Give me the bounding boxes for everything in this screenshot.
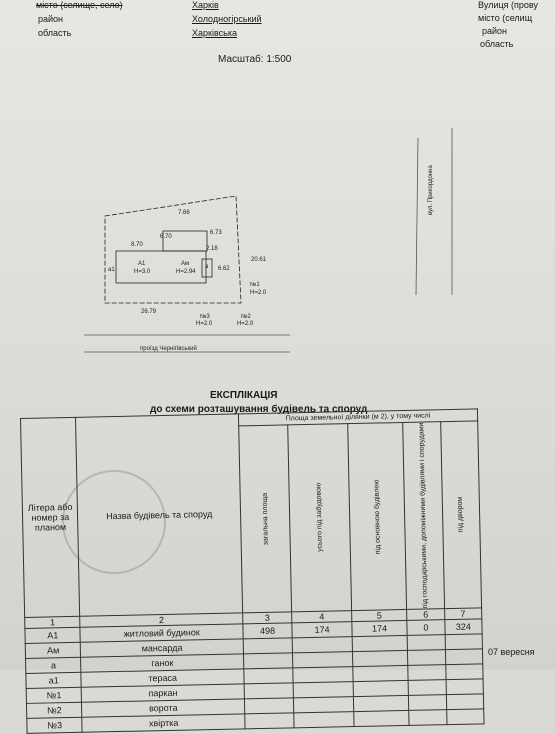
dim-2-18: 2.18 <box>206 246 218 252</box>
stamp-circle <box>62 470 166 574</box>
header-left-region: область <box>38 28 72 38</box>
header-right-district: район <box>482 26 508 36</box>
header-yard: під двором <box>440 420 482 609</box>
header-district-value: Холодногірський <box>192 14 262 24</box>
header-right-street: Вулиця (прову <box>478 0 538 10</box>
dim-6-70: 6.70 <box>160 234 172 240</box>
street-bottom-label: проїзд Черніг­івський <box>140 345 197 352</box>
dim-26-79: 26.79 <box>141 309 157 315</box>
label-gate-2: №2 <box>241 313 251 320</box>
label-gate-3-height: Н=2.0 <box>196 321 213 327</box>
dim-20-61: 20.61 <box>251 257 267 263</box>
header-left-district: район <box>38 14 64 24</box>
header-right-region: область <box>480 39 514 49</box>
label-a1-building: А1 <box>138 261 146 267</box>
dim-6-73: 6.73 <box>210 230 222 236</box>
dim-7-66: 7.66 <box>178 210 190 216</box>
col-num-6: 6 <box>406 608 445 621</box>
scale-label: Масштаб: 1:500 <box>218 54 292 65</box>
header-main: під основною будівлею <box>347 422 407 611</box>
dim-6-62: 6.62 <box>218 266 230 272</box>
header-aux: під господарськими, допоміжними будівлям… <box>402 421 445 610</box>
dim-8-70: 8.70 <box>131 242 143 248</box>
site-plan: 7.66 6.70 8.70 6.73 2.18 6.62 20.61 26.7… <box>84 128 453 353</box>
date-fragment: 07 вересня <box>488 647 535 657</box>
explication-subtitle: до схеми розташування будівель та споруд <box>150 404 368 415</box>
label-a1-terrace: а1 <box>108 267 115 273</box>
street-right-label: вул. Прикордонна <box>428 165 434 215</box>
col-num-7: 7 <box>444 607 482 620</box>
header-built: усього під забудовою <box>288 423 352 612</box>
label-gate-3: №3 <box>200 313 210 320</box>
explication-title: ЕКСПЛІКАЦІЯ <box>210 390 278 401</box>
header-region-value: Харківська <box>192 28 237 38</box>
label-fence-1: №1 <box>250 281 260 288</box>
header-total: загальна площа <box>238 424 292 613</box>
label-am-height: Н=2.94 <box>176 269 196 275</box>
header-letter: Літера або номер за планом <box>20 417 81 618</box>
header-name: Назва будівель та споруд <box>75 413 243 617</box>
header-left-city: місто (селище, село) <box>36 0 123 10</box>
explication-table: Літера або номер за планом Назва будівел… <box>20 408 485 734</box>
label-am: Ам <box>181 261 189 267</box>
label-gate-2-height: Н=2.0 <box>237 321 254 327</box>
header-right-city: місто (селищ <box>478 13 533 23</box>
label-fence-1-height: Н=2.0 <box>250 290 267 296</box>
label-a-porch: а <box>205 264 209 270</box>
header-city-value: Харків <box>192 0 219 10</box>
label-a1-height: Н=3.0 <box>134 269 151 275</box>
